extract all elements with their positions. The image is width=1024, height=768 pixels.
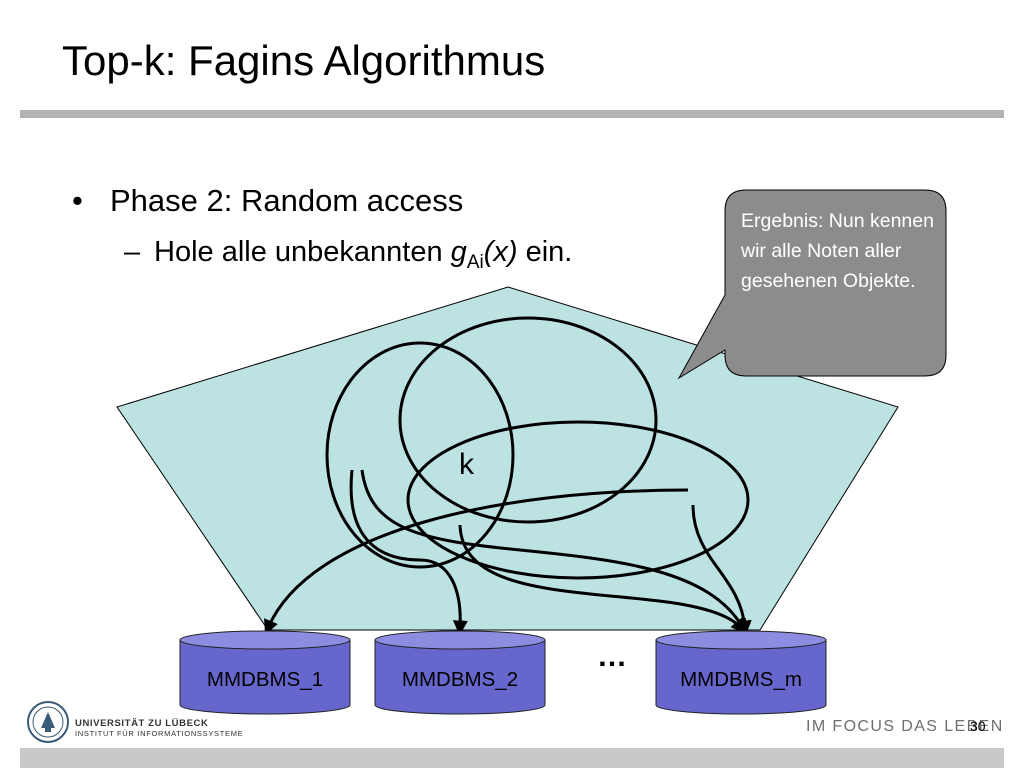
dash-glyph: – — [124, 236, 141, 268]
database-mmdbms-1 — [179, 630, 351, 715]
database-label-2: MMDBMS_2 — [401, 668, 519, 691]
list-ellipse-2 — [398, 316, 658, 524]
callout-text: Ergebnis: Nun kennen wir alle Noten alle… — [741, 210, 934, 292]
bullet-phase-2: • Phase 2: Random access — [72, 183, 463, 219]
sub-bullet-suffix: ein. — [517, 236, 573, 268]
title-divider — [20, 110, 1004, 118]
university-seal-icon — [27, 701, 69, 743]
arrow-to-mmdbms-2 — [349, 469, 468, 636]
database-mmdbms-m — [655, 630, 827, 715]
sub-bullet: –Hole alle unbekannten gAi(x) ein. — [124, 236, 572, 274]
k-label: k — [459, 448, 474, 481]
list-ellipse-1 — [325, 341, 515, 569]
more-databases-ellipsis: … — [597, 640, 627, 673]
list-ellipse-3 — [406, 420, 750, 580]
database-label-m: MMDBMS_m — [680, 668, 802, 691]
footer-bar — [20, 748, 1004, 768]
sub-bullet-prefix: Hole alle unbekannten — [154, 236, 451, 268]
sub-bullet-g: g — [450, 236, 467, 268]
page-number: 30 — [970, 718, 986, 734]
database-label-1: MMDBMS_1 — [206, 668, 324, 691]
database-mmdbms-2 — [374, 630, 546, 715]
slide-title: Top-k: Fagins Algorithmus — [62, 37, 546, 84]
footer-slogan: IM FOCUS DAS LEBEN — [806, 718, 1004, 735]
sub-bullet-arg: (x) — [483, 236, 518, 268]
callout-bubble — [677, 189, 947, 380]
university-name: UNIVERSITÄT ZU LÜBECK — [75, 718, 209, 729]
arrow-to-mmdbms-m-b — [458, 524, 746, 634]
bullet-text: Phase 2: Random access — [110, 183, 464, 218]
bullet-glyph: • — [72, 183, 83, 218]
arrow-to-mmdbms-1 — [264, 488, 689, 635]
sub-bullet-subscript: Ai — [466, 251, 484, 273]
arrow-to-mmdbms-m-a — [360, 469, 747, 635]
arrow-to-mmdbms-m-c — [691, 504, 752, 636]
institute-name: INSTITUT FÜR INFORMATIONSSYSTEME — [75, 729, 244, 738]
